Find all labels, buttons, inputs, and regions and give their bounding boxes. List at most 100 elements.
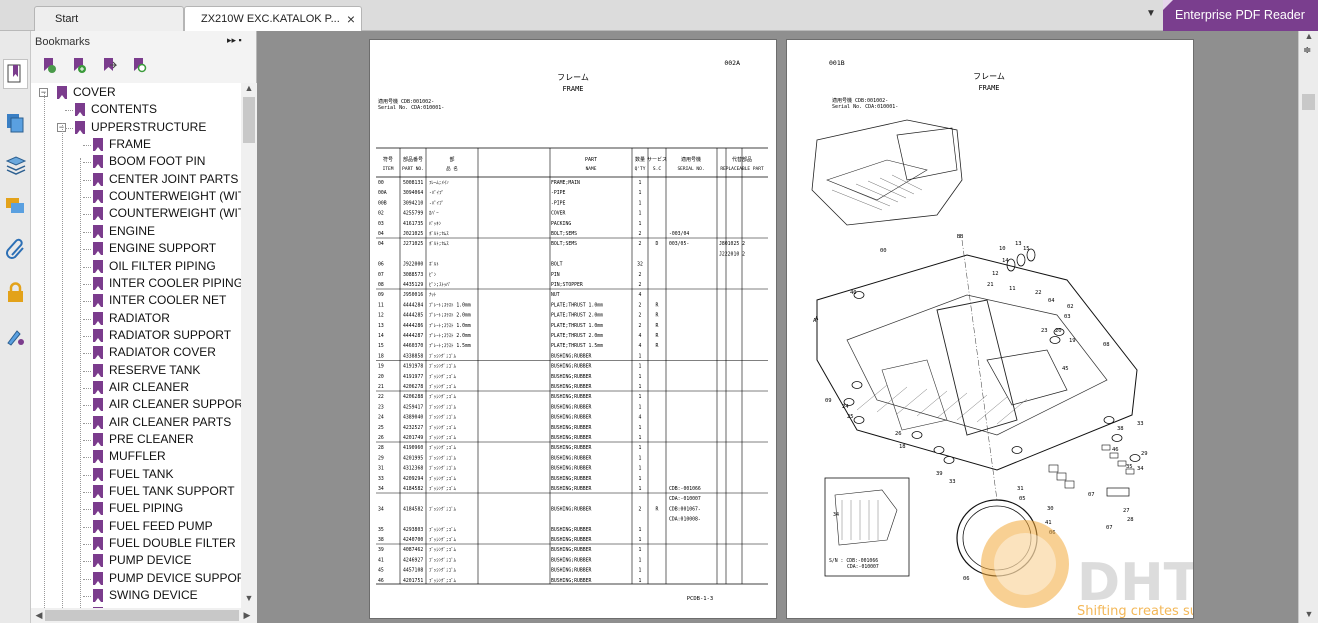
thumbnails-button[interactable] (4, 111, 27, 134)
table-cell: 4240700 (403, 537, 423, 543)
move-bookmark-icon[interactable] (101, 57, 117, 75)
bookmark-item[interactable]: ENGINE (93, 223, 155, 240)
bookmark-item[interactable]: PUMP DEVICE SUPPORT (93, 570, 241, 587)
scroll-thumb[interactable] (1302, 94, 1315, 110)
bookmark-item[interactable]: AIR CLEANER SUPPORT (93, 396, 241, 413)
find-bookmark-icon[interactable] (131, 57, 147, 75)
collapse-toggle-icon[interactable]: − (57, 121, 66, 132)
bookmark-item[interactable]: CENTER JOINT PARTS (U (93, 171, 241, 188)
table-cell: -ﾊﾟｲﾌﾟ (429, 199, 444, 206)
bookmark-item[interactable]: COUNTERWEIGHT (WIT (93, 205, 241, 222)
bookmark-item[interactable]: FUEL FEED PUMP (93, 518, 213, 535)
bookmark-label: AIR CLEANER PARTS (109, 414, 232, 429)
bookmark-item[interactable]: AIR CLEANER (93, 379, 189, 396)
bookmark-item[interactable]: RADIATOR COVER (93, 344, 216, 361)
tab-start[interactable]: Start (34, 6, 184, 31)
bookmark-item[interactable]: RADIATOR (93, 310, 170, 327)
bookmark-label: MUFFLER (109, 449, 166, 464)
table-cell: 33 (378, 476, 384, 482)
table-cell: 1 (639, 455, 642, 461)
layers-button[interactable] (4, 153, 27, 176)
table-cell: 1 (639, 180, 642, 186)
tree-connector (65, 127, 73, 129)
scroll-right-icon[interactable]: ▶ (243, 610, 251, 620)
bookmark-icon (93, 207, 103, 221)
table-cell: 1 (639, 364, 642, 370)
table-cell: 2 (639, 323, 642, 329)
corner-ribbon (1163, 0, 1173, 10)
table-cell: ﾌﾞｯｼﾝｸﾞ;ｺﾞﾑ (429, 526, 456, 533)
table-header: PART NO. (402, 166, 424, 172)
scroll-thumb[interactable] (243, 97, 255, 143)
bookmark-item[interactable]: FUEL PIPING (93, 500, 183, 517)
table-cell: PLATE;THRUST 1.5mm (551, 343, 603, 349)
table-cell: 06 (378, 262, 384, 268)
bookmark-item[interactable]: PUMP DEVICE (93, 552, 191, 569)
bookmark-icon (93, 190, 103, 204)
scroll-down-icon[interactable]: ▼ (244, 593, 254, 603)
page-code: 002A (724, 59, 740, 67)
attachments-button[interactable] (4, 237, 27, 260)
scroll-up-icon[interactable]: ▲ (1304, 31, 1314, 41)
bookmark-item[interactable]: RADIATOR SUPPORT (93, 327, 231, 344)
expand-bookmark-icon[interactable] (41, 57, 57, 75)
table-cell: 1 (639, 404, 642, 410)
bookmark-item[interactable]: FUEL TANK (93, 466, 173, 483)
bookmark-horizontal-scrollbar[interactable]: ◀ ▶ (31, 608, 257, 623)
bookmark-item[interactable]: INTER COOLER NET (93, 292, 226, 309)
enterprise-pdf-reader-button[interactable]: Enterprise PDF Reader (1163, 0, 1318, 31)
bookmark-item[interactable]: PRE CLEANER (93, 431, 194, 448)
bookmark-item[interactable]: AIR CLEANER PARTS (93, 414, 232, 431)
part-callout: 41 (1045, 520, 1052, 526)
bookmark-item[interactable]: BOOM FOOT PIN (93, 153, 205, 170)
bookmark-item[interactable]: INTER COOLER PIPING (93, 275, 241, 292)
tab-list-dropdown-icon[interactable]: ▼ (1146, 8, 1156, 19)
bookmark-item[interactable]: MUFFLER (93, 448, 166, 465)
table-cell: 28 (378, 445, 384, 451)
scroll-thumb[interactable] (45, 610, 239, 621)
part-callout: 33 (1137, 421, 1144, 427)
bookmarks-panel-button[interactable] (3, 59, 28, 89)
bookmark-icon (75, 103, 85, 117)
bookmark-item[interactable]: OIL FILTER PIPING (93, 258, 216, 275)
add-bookmark-icon[interactable] (71, 57, 87, 75)
bookmark-icon (93, 485, 103, 499)
panel-controls[interactable]: ▸▸ ▪ (227, 35, 242, 45)
signature-button[interactable] (4, 325, 27, 348)
scroll-down-icon[interactable]: ▼ (1304, 609, 1314, 619)
scroll-left-icon[interactable]: ◀ (35, 610, 43, 620)
watermark-logo-inner (994, 533, 1056, 595)
comments-button[interactable] (4, 195, 27, 218)
comment-icon (6, 198, 24, 213)
table-cell: 1 (639, 353, 642, 359)
table-cell: 5008131 (403, 180, 423, 186)
bookmark-item[interactable]: SWING DEVICE (93, 587, 198, 604)
table-cell: BUSHING;RUBBER (551, 415, 592, 421)
bookmark-vertical-scrollbar[interactable]: ▲ ▼ (241, 83, 257, 608)
table-cell: BUSHING;RUBBER (551, 364, 592, 370)
table-cell: BUSHING;RUBBER (551, 557, 592, 563)
bookmark-item[interactable]: SWING DEVICE SUPPOR (93, 605, 241, 608)
table-header: 符号 (383, 156, 393, 163)
document-vertical-scrollbar[interactable]: ▲ ≑ ▼ (1298, 31, 1318, 623)
scroll-up-icon[interactable]: ▲ (244, 83, 254, 93)
bookmark-item[interactable]: FUEL TANK SUPPORT (93, 483, 235, 500)
table-cell: 1 (639, 445, 642, 451)
bookmark-item[interactable]: CONTENTS (75, 101, 157, 118)
tab-document[interactable]: ZX210W EXC.KATALOK P...× (184, 6, 362, 31)
split-icon[interactable]: ≑ (1303, 45, 1312, 56)
bookmark-item[interactable]: RESERVE TANK (93, 362, 200, 379)
table-cell: 2 (639, 231, 642, 237)
bookmark-item[interactable]: ENGINE SUPPORT (93, 240, 216, 257)
bookmark-item[interactable]: FUEL DOUBLE FILTER (93, 535, 236, 552)
bookmark-item[interactable]: FRAME (93, 136, 151, 153)
bookmark-item[interactable]: COUNTERWEIGHT (WIT (93, 188, 241, 205)
bookmark-item[interactable]: COVER (57, 84, 116, 101)
table-cell: 2 (639, 282, 642, 288)
table-cell: -PIPE (551, 190, 566, 196)
collapse-toggle-icon[interactable]: − (39, 87, 48, 97)
security-button[interactable] (4, 281, 27, 304)
close-icon[interactable]: × (346, 11, 355, 27)
bookmark-item[interactable]: UPPERSTRUCTURE (75, 119, 206, 136)
